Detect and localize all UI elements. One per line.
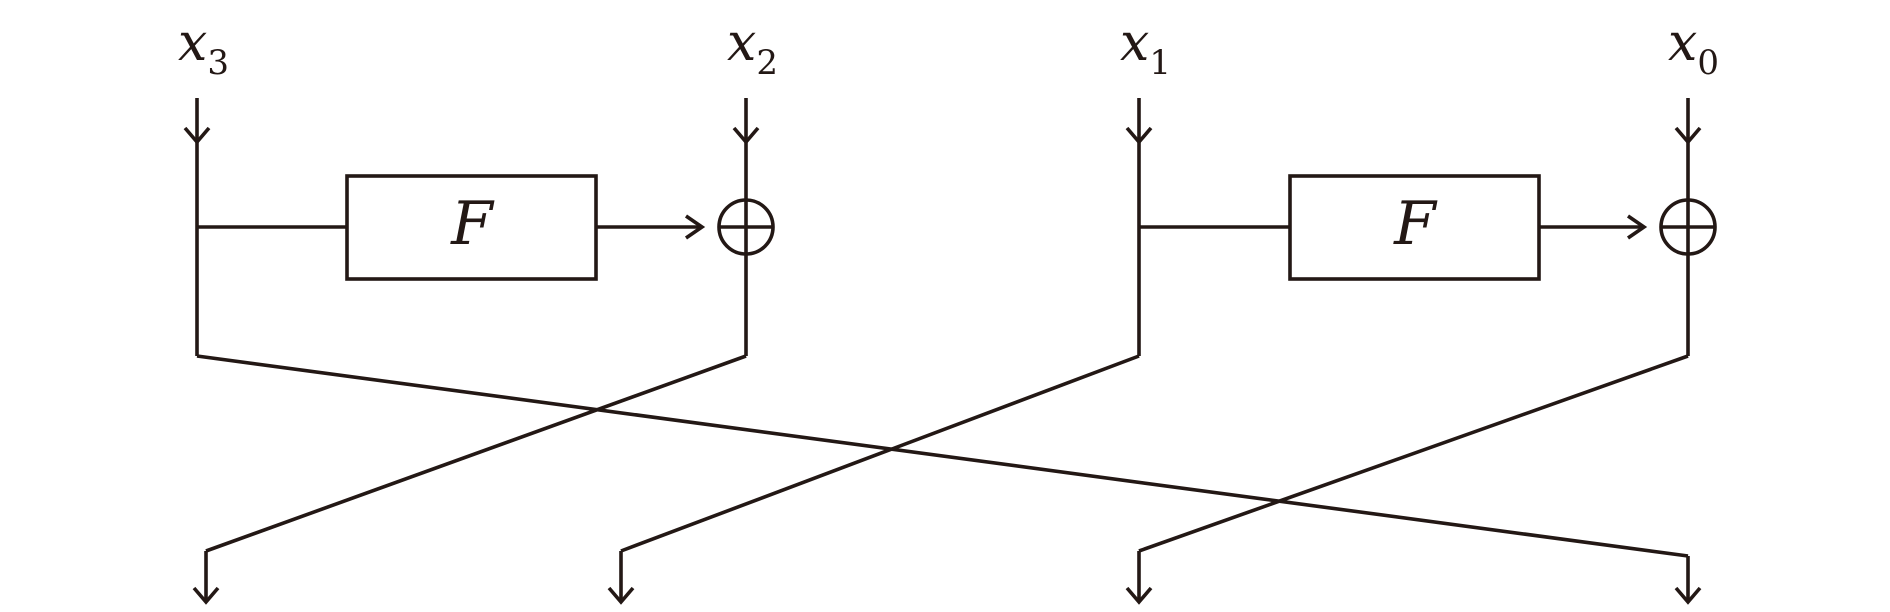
input-arrow-x3: [183, 98, 211, 145]
input-label-x3: x3: [178, 13, 229, 83]
arrowhead-xor-left: [684, 214, 706, 240]
output-arrow-0: [192, 551, 220, 605]
xor-icon-right: [1659, 198, 1717, 256]
input-arrow-x0: [1674, 98, 1702, 145]
cross-wire-x1-to-out1: [620, 354, 1140, 553]
input-arrow-x1: [1125, 98, 1153, 145]
output-arrow-1: [607, 551, 635, 605]
arrowhead-xor-right: [1626, 214, 1648, 240]
input-label-x1: x1: [1120, 13, 1171, 83]
f-label-right: F: [1393, 189, 1438, 259]
output-arrow-2: [1125, 551, 1153, 605]
xor-icon-left: [717, 198, 775, 256]
input-label-x2: x2: [727, 13, 778, 83]
input-arrow-x2: [732, 98, 760, 145]
input-label-x0: x0: [1668, 13, 1719, 83]
round-right: F: [1137, 140, 1717, 356]
round-left: F: [195, 140, 775, 356]
f-label-left: F: [450, 189, 495, 259]
cross-wire-x2-to-out0: [205, 354, 747, 553]
output-arrow-3: [1674, 556, 1702, 605]
cross-wire-x0-to-out2: [1138, 354, 1689, 553]
permutation-wires: [196, 354, 1689, 558]
cross-wire-x3-to-out3: [196, 354, 1689, 558]
